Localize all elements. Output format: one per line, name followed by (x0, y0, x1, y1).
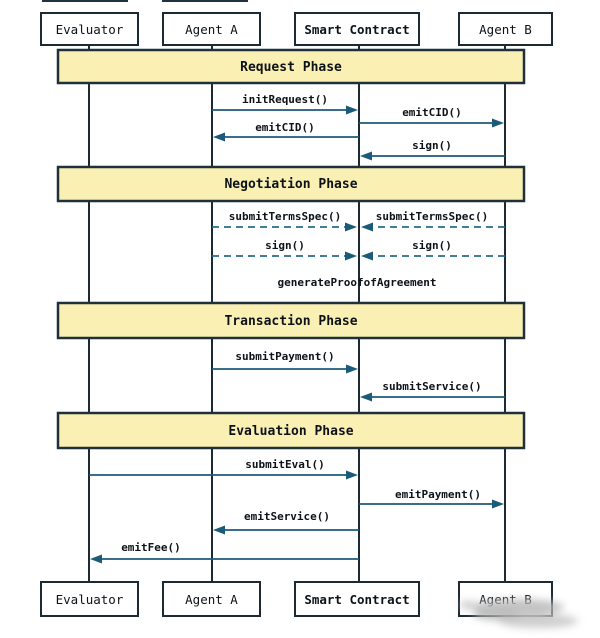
phase-label-negotiation: Negotiation Phase (224, 177, 357, 192)
arrowhead-left-icon (360, 392, 372, 402)
phase-band-negotiation: Negotiation Phase (56, 165, 526, 203)
actor-boxes-bottom: Evaluator Agent A Smart Contract Agent B (40, 581, 553, 617)
message-label: emitCID() (255, 121, 315, 134)
arrowhead-left-icon (361, 222, 373, 232)
watermark-smudge (460, 599, 578, 628)
message-label: submitTermsSpec() (229, 210, 342, 223)
message-sign-request: sign() (360, 139, 505, 161)
message-label: initRequest() (242, 93, 328, 106)
phase-band-request: Request Phase (56, 48, 526, 85)
message-sign-negotiation-a: sign() (212, 239, 357, 261)
actor-label-agent-a-top: Agent A (185, 22, 238, 37)
arrowhead-right-icon (492, 499, 504, 509)
phase-band-evaluation: Evaluation Phase (56, 411, 526, 450)
message-sign-negotiation-b: sign() (361, 239, 505, 261)
message-submit-service: submitService() (360, 380, 505, 402)
phase-label-request: Request Phase (240, 60, 342, 75)
phase-bands: Request Phase Negotiation Phase Transact… (56, 48, 526, 450)
arrowhead-right-icon (346, 105, 358, 115)
actor-box-smart-contract-bottom: Smart Contract (294, 581, 420, 617)
arrowhead-left-icon (90, 554, 102, 564)
phase-band-transaction: Transaction Phase (56, 301, 526, 340)
messages: initRequest() emitCID() emitCID() sign()… (89, 93, 505, 564)
arrowhead-right-icon (492, 118, 504, 128)
arrowhead-right-icon (345, 251, 357, 261)
crop-artifact-lines (42, 0, 248, 2)
message-label: submitService() (382, 380, 481, 393)
actor-boxes-top: Evaluator Agent A Smart Contract Agent B (40, 12, 553, 46)
message-emit-cid-to-a: emitCID() (213, 121, 359, 142)
message-emit-cid-to-b: emitCID() (359, 106, 504, 128)
actor-box-agent-a-top: Agent A (162, 12, 261, 46)
actor-label-agent-b-top: Agent B (479, 22, 532, 37)
message-label: emitFee() (121, 541, 181, 554)
arrowhead-left-icon (361, 251, 373, 261)
actor-box-evaluator-top: Evaluator (40, 12, 139, 46)
phase-label-evaluation: Evaluation Phase (228, 424, 353, 439)
actor-box-smart-contract-top: Smart Contract (294, 12, 420, 46)
actor-label-evaluator-top: Evaluator (56, 22, 124, 37)
message-label: emitCID() (402, 106, 462, 119)
message-emit-fee: emitFee() (90, 541, 359, 564)
actor-label-agent-a-bottom: Agent A (185, 592, 238, 607)
message-submit-payment: submitPayment() (212, 350, 358, 374)
arrowhead-left-icon (213, 132, 225, 142)
message-generate-proof-of-agreement: generateProofofAgreement (278, 276, 437, 289)
message-label: sign() (412, 239, 452, 252)
message-label: sign() (265, 239, 305, 252)
arrowhead-left-icon (360, 151, 372, 161)
message-label: emitPayment() (395, 488, 481, 501)
phase-label-transaction: Transaction Phase (224, 314, 357, 329)
message-submit-terms-spec-a: submitTermsSpec() (212, 210, 357, 232)
message-submit-eval: submitEval() (89, 458, 358, 480)
arrowhead-left-icon (213, 525, 225, 535)
actor-box-agent-a-bottom: Agent A (162, 581, 261, 617)
message-label: submitTermsSpec() (376, 210, 489, 223)
actor-box-evaluator-bottom: Evaluator (40, 581, 139, 617)
actor-label-smart-contract-bottom: Smart Contract (304, 592, 409, 607)
message-emit-payment: emitPayment() (359, 488, 504, 509)
message-label: submitPayment() (235, 350, 334, 363)
message-emit-service: emitService() (213, 510, 359, 535)
actor-label-smart-contract-top: Smart Contract (304, 22, 409, 37)
arrowhead-right-icon (345, 222, 357, 232)
message-label: sign() (412, 139, 452, 152)
message-label: submitEval() (245, 458, 324, 471)
actor-box-agent-b-top: Agent B (458, 12, 553, 46)
arrowhead-right-icon (346, 364, 358, 374)
arrowhead-right-icon (346, 470, 358, 480)
actor-label-evaluator-bottom: Evaluator (56, 592, 124, 607)
message-label: emitService() (244, 510, 330, 523)
message-init-request: initRequest() (212, 93, 358, 115)
message-submit-terms-spec-b: submitTermsSpec() (361, 210, 505, 232)
message-label: generateProofofAgreement (278, 276, 437, 289)
